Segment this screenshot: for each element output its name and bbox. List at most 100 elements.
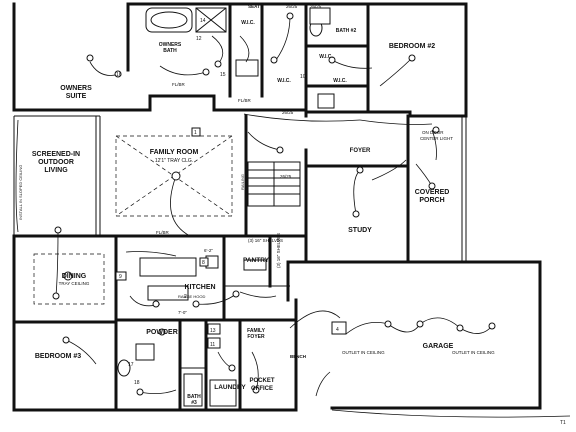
note-side: INSTALL IN SLOPED CEILING — [18, 165, 23, 220]
notes: FL/BR FL/BR FL/BR 26/25 26/25 26/25 26/2… — [18, 4, 566, 426]
note-26-d: 26/25 — [280, 174, 292, 179]
tub-bath2 — [309, 7, 331, 25]
label-family-foyer-1: FAMILY — [247, 328, 266, 334]
fixtures — [117, 7, 347, 407]
label-bedroom2: BEDROOM #2 — [389, 43, 435, 50]
vanity-powder — [135, 343, 155, 361]
kitchen-island — [139, 257, 197, 277]
light-dining — [63, 271, 73, 281]
label-family-foyer-2: FOYER — [247, 334, 265, 340]
light-kitchen-3 — [232, 290, 240, 298]
switch-kitchen-8 — [199, 257, 209, 267]
label-family-room-note: 12'1" TRAY CLG. — [155, 158, 193, 164]
label-laundry: LAUNDRY — [214, 384, 246, 391]
note-range: RANGE HOOD — [178, 294, 205, 299]
label-pantry: PANTRY — [243, 257, 270, 264]
light-wic-2 — [286, 12, 294, 20]
label-family-room: FAMILY ROOM — [150, 149, 199, 156]
tag-10: 10 — [300, 74, 306, 80]
light-owners-2 — [114, 70, 122, 78]
label-wic-bath: W.I.C. — [241, 20, 255, 26]
label-owners-bath-2: BATH — [163, 48, 177, 54]
note-fl-br-2: FL/BR — [156, 230, 170, 235]
light-owners-1 — [86, 54, 94, 62]
tag-9: 9 — [119, 274, 122, 280]
label-covered-porch-2: PORCH — [419, 197, 444, 204]
note-dim-1: 6'-2" — [204, 248, 213, 253]
switch-box-13 — [207, 323, 221, 335]
label-screened-3: LIVING — [44, 167, 68, 174]
outlet-dining — [52, 292, 60, 300]
light-bedroom3 — [62, 336, 70, 344]
room-labels: OWNERS SUITE OWNERS BATH BATH #2 BEDROOM… — [32, 4, 454, 406]
label-screened-1: SCREENED-IN — [32, 151, 80, 158]
tag-14: 14 — [200, 18, 206, 24]
light-garage-4 — [488, 322, 496, 330]
label-wic-left: W.I.C. — [277, 78, 291, 84]
vanity-bath2 — [317, 93, 335, 109]
pantry-shelf — [243, 259, 267, 271]
light-wic-3 — [328, 56, 336, 64]
note-dim-2: 7'-0" — [178, 310, 187, 315]
light-garage-1 — [384, 320, 392, 328]
label-owners-bath-1: OWNERS — [159, 42, 182, 48]
fan-family — [171, 171, 181, 181]
light-bath-1 — [202, 68, 210, 76]
wall-bedroom2 — [304, 2, 468, 118]
tub-bath3 — [183, 373, 203, 407]
label-covered-porch-1: COVERED — [415, 189, 450, 196]
label-garage: GARAGE — [423, 343, 454, 350]
shower-x2 — [195, 7, 227, 33]
note-26-a: 26/25 — [286, 4, 298, 9]
note-fl-br-1: FL/BR — [172, 82, 186, 87]
note-on-door-1: ON DOOR — [422, 130, 444, 135]
label-screened-2: OUTDOOR — [38, 159, 74, 166]
light-screened — [54, 226, 62, 234]
label-owners-suite-2: SUITE — [66, 93, 87, 100]
note-railing: RAILING — [240, 174, 245, 190]
note-corner: T1 — [560, 420, 566, 426]
light-hall — [276, 146, 284, 154]
light-porch — [428, 182, 436, 190]
switch-box-11 — [207, 337, 221, 349]
tag-2: 2 — [184, 294, 187, 300]
light-porch-door — [432, 126, 440, 134]
light-bath-2 — [214, 60, 222, 68]
light-office — [252, 386, 260, 394]
light-garage-3 — [456, 324, 464, 332]
label-bedroom3: BEDROOM #3 — [35, 353, 81, 360]
label-bath3-1: BATH — [187, 394, 201, 400]
label-kitchen: KITCHEN — [184, 284, 215, 291]
light-bath3 — [136, 388, 144, 396]
tag-18: 18 — [134, 380, 140, 386]
tag-4: 4 — [336, 327, 339, 333]
note-outlet-2: OUTLET IN CEILING — [452, 350, 495, 355]
switch-kitchen-9 — [115, 271, 127, 281]
label-bench: BENCH — [290, 354, 306, 359]
light-kitchen-1 — [152, 300, 160, 308]
light-kitchen-2 — [192, 300, 200, 308]
label-bath3-2: #3 — [191, 400, 197, 406]
label-powder: POWDER — [146, 329, 178, 336]
label-bath2: BATH #2 — [336, 28, 357, 34]
kitchen-sink — [147, 285, 189, 301]
note-on-door-2: CENTER LIGHT — [420, 136, 453, 141]
tub-basin — [150, 11, 188, 29]
note-26-c: 26/25 — [282, 110, 294, 115]
label-dining: DINING — [62, 273, 87, 280]
tag-13: 13 — [210, 328, 216, 334]
label-pocket-office-2: OFFICE — [251, 386, 273, 392]
label-study: STUDY — [348, 227, 372, 234]
label-foyer: FOYER — [350, 148, 371, 154]
label-pocket-office-1: POCKET — [249, 378, 274, 384]
tray-dining — [33, 253, 105, 305]
note-shelves-2: (3) 16" SHELVES — [276, 233, 281, 268]
tag-16: 16 — [116, 72, 122, 78]
label-dining-note: TRAY CEILING — [59, 281, 90, 286]
label-seat: SEAT — [248, 4, 260, 9]
tag-15: 15 — [220, 72, 226, 78]
light-study — [352, 210, 360, 218]
tag-12: 12 — [196, 36, 202, 42]
light-garage-2 — [416, 320, 424, 328]
